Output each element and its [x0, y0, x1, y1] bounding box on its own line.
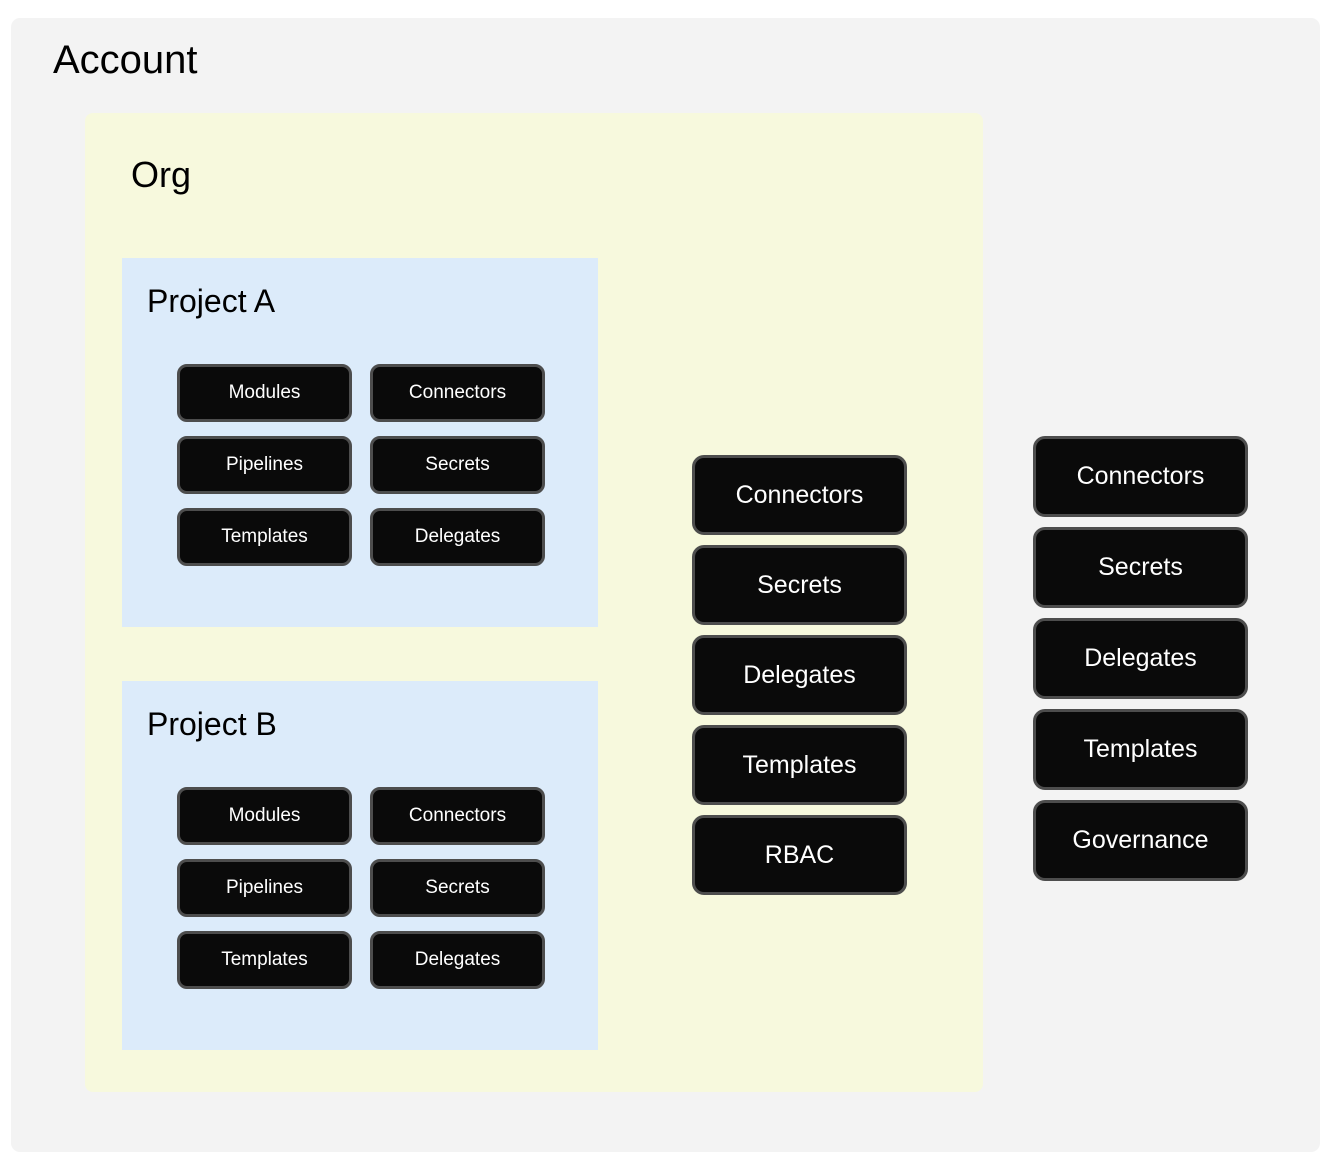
- project-scope-b: Project B Modules Connectors Pipelines S…: [122, 681, 598, 1050]
- project-a-title: Project A: [147, 283, 276, 319]
- account-resource-connectors[interactable]: Connectors: [1033, 436, 1248, 517]
- project-a-resource-secrets[interactable]: Secrets: [370, 436, 545, 494]
- account-resource-column: Connectors Secrets Delegates Templates G…: [1033, 436, 1248, 881]
- account-resource-secrets[interactable]: Secrets: [1033, 527, 1248, 608]
- project-b-resource-modules[interactable]: Modules: [177, 787, 352, 845]
- project-b-resource-grid: Modules Connectors Pipelines Secrets Tem…: [177, 787, 545, 989]
- account-scope: Account Org Project A Modules Connectors…: [11, 18, 1320, 1152]
- org-resource-column: Connectors Secrets Delegates Templates R…: [692, 455, 907, 895]
- account-resource-templates[interactable]: Templates: [1033, 709, 1248, 790]
- org-resource-templates[interactable]: Templates: [692, 725, 907, 805]
- account-title: Account: [53, 38, 198, 82]
- org-resource-connectors[interactable]: Connectors: [692, 455, 907, 535]
- project-a-resource-connectors[interactable]: Connectors: [370, 364, 545, 422]
- project-b-resource-connectors[interactable]: Connectors: [370, 787, 545, 845]
- project-scope-a: Project A Modules Connectors Pipelines S…: [122, 258, 598, 627]
- project-a-resource-templates[interactable]: Templates: [177, 508, 352, 566]
- org-title: Org: [131, 154, 192, 195]
- project-b-resource-secrets[interactable]: Secrets: [370, 859, 545, 917]
- project-a-resource-delegates[interactable]: Delegates: [370, 508, 545, 566]
- project-a-resource-pipelines[interactable]: Pipelines: [177, 436, 352, 494]
- project-b-resource-pipelines[interactable]: Pipelines: [177, 859, 352, 917]
- project-a-resource-modules[interactable]: Modules: [177, 364, 352, 422]
- project-b-title: Project B: [147, 706, 277, 742]
- account-resource-governance[interactable]: Governance: [1033, 800, 1248, 881]
- org-scope: Org Project A Modules Connectors Pipelin…: [85, 113, 983, 1092]
- org-resource-secrets[interactable]: Secrets: [692, 545, 907, 625]
- project-a-resource-grid: Modules Connectors Pipelines Secrets Tem…: [177, 364, 545, 566]
- org-resource-delegates[interactable]: Delegates: [692, 635, 907, 715]
- project-b-resource-templates[interactable]: Templates: [177, 931, 352, 989]
- account-resource-delegates[interactable]: Delegates: [1033, 618, 1248, 699]
- org-resource-rbac[interactable]: RBAC: [692, 815, 907, 895]
- project-b-resource-delegates[interactable]: Delegates: [370, 931, 545, 989]
